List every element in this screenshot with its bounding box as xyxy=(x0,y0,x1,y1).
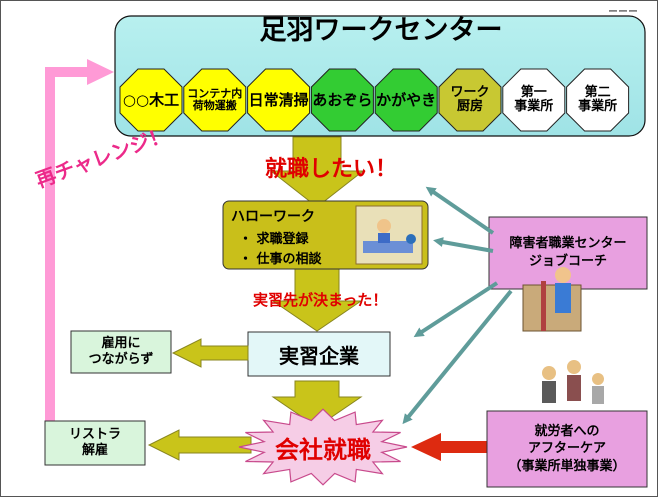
service-label: 日常清掃 xyxy=(248,90,309,109)
no-employment-label: 雇用に つながらず xyxy=(88,336,154,367)
practice-company-label: 実習企業 xyxy=(279,343,359,368)
flow-arrows xyxy=(269,136,365,428)
service-octagon xyxy=(247,68,311,132)
service-octagon xyxy=(438,68,502,132)
service-label: あおぞら xyxy=(312,90,373,109)
support-center-label: 障害者職業センター ジョブコーチ xyxy=(509,235,627,269)
rechallenge-return-arrow xyxy=(45,59,114,437)
service-octagon xyxy=(310,68,374,132)
service-label: 第一 事業所 xyxy=(514,84,554,114)
restructure-box xyxy=(44,420,146,466)
hello-work-item: ・ 仕事の相談 xyxy=(239,252,322,267)
support-arrows xyxy=(402,186,513,425)
service-label: 第二 事業所 xyxy=(578,84,618,114)
corner-text: ーーー xyxy=(608,7,638,18)
service-label: ワーク 厨房 xyxy=(450,84,490,114)
service-label: ○○木工 xyxy=(122,90,180,109)
service-label: かがやき xyxy=(376,90,437,109)
restructure-label: リストラ 解雇 xyxy=(68,427,121,458)
placement-decided-text: 実習先が決まった！ xyxy=(253,291,388,309)
hello-work-item: ・ 求職登録 xyxy=(239,232,309,247)
page-title: 足羽ワークセンター xyxy=(259,15,503,46)
company-employment-burst xyxy=(238,408,408,486)
service-octagon xyxy=(566,68,630,132)
service-octagon xyxy=(183,68,247,132)
service-octagon xyxy=(119,68,183,132)
no-employment-box xyxy=(70,330,172,374)
workers-illustration xyxy=(542,360,604,404)
aftercare-box xyxy=(486,410,648,488)
service-octagon xyxy=(374,68,438,132)
aftercare-label: 就労者への アフターケア （事業所単独事業） xyxy=(508,423,626,474)
aftercare-arrow xyxy=(411,433,491,461)
hello-work-title: ハローワーク xyxy=(231,209,315,225)
no-employment-arrow xyxy=(171,338,249,368)
service-label: コンテナ内 荷物運搬 xyxy=(187,86,243,112)
service-octagon xyxy=(502,68,566,132)
job-coach-illustration xyxy=(522,267,582,332)
restructure-arrow xyxy=(147,429,252,461)
company-employment-label: 会社就職 xyxy=(275,435,371,464)
practice-company-box xyxy=(247,331,391,377)
office-consultation-illustration xyxy=(355,205,423,265)
want-job-text: 就職したい！ xyxy=(265,157,398,182)
